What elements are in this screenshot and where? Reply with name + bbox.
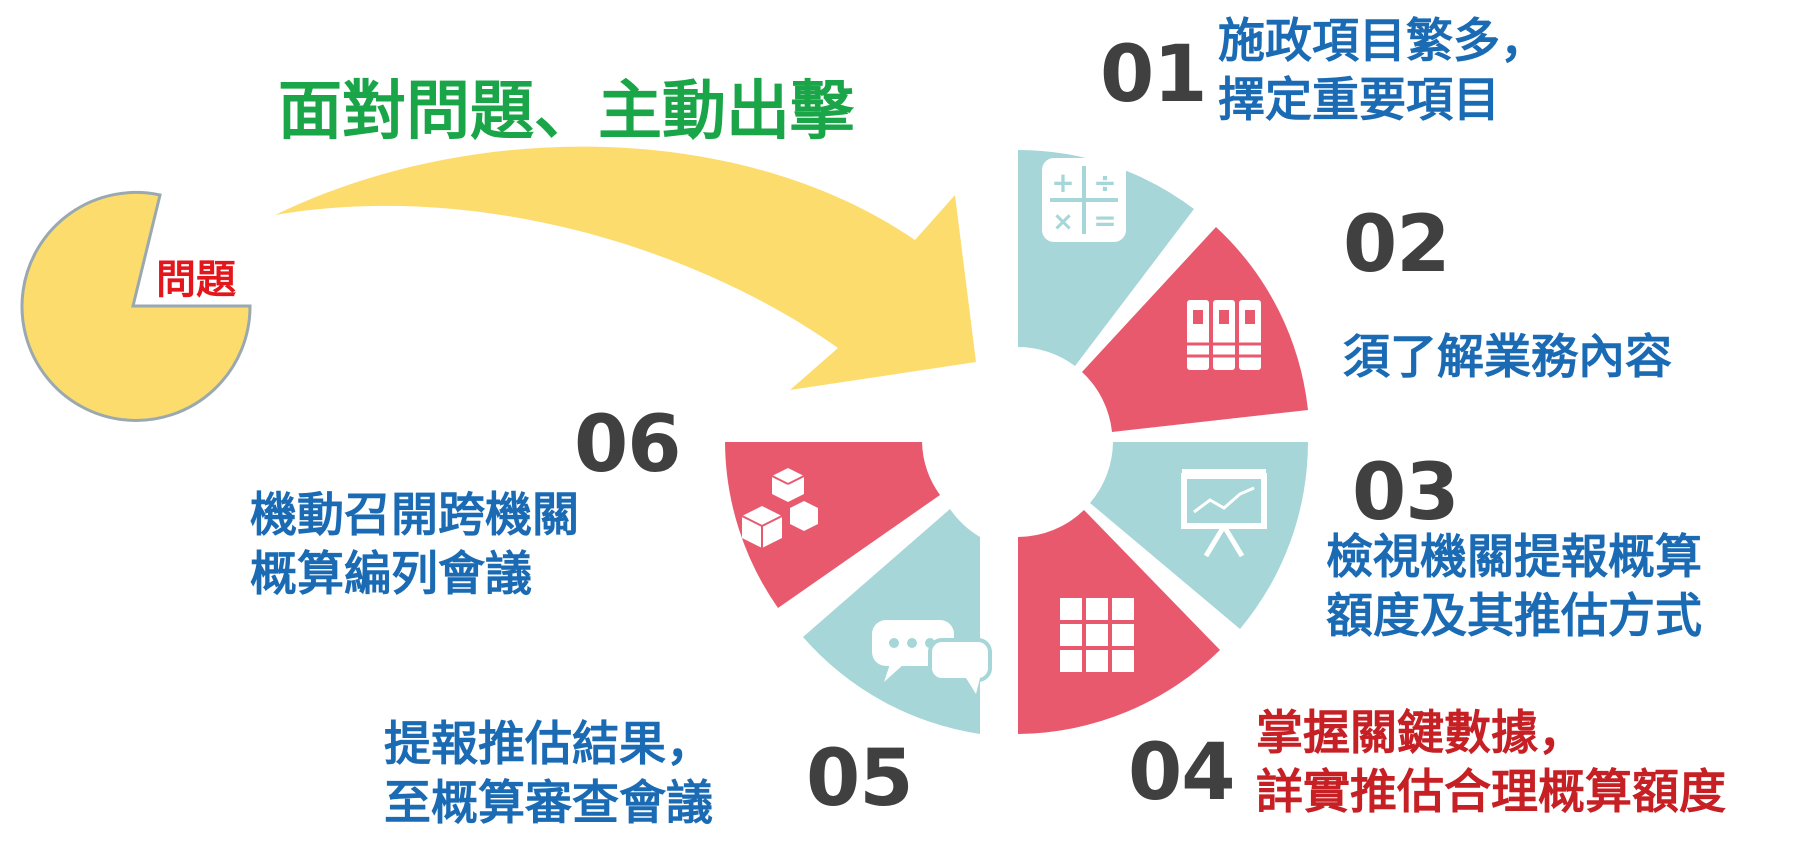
grid-cell xyxy=(1086,624,1108,646)
svg-text:×: × xyxy=(1052,207,1074,237)
step-03-line-1: 檢視機關提報概算 xyxy=(1326,530,1702,585)
binders-icon xyxy=(1187,300,1261,370)
ring-segment-04 xyxy=(1018,510,1220,734)
grid-cell xyxy=(1060,650,1082,672)
curved-arrow xyxy=(275,146,976,390)
step-06-line-2: 概算編列會議 xyxy=(250,547,532,602)
grid-cell xyxy=(1060,624,1082,646)
step-01-line-1: 施政項目繁多， xyxy=(1218,14,1547,69)
step-01-number: 01 xyxy=(1100,30,1208,120)
boxes-icon xyxy=(741,468,818,548)
step-04-line-2: 詳實推估合理概算額度 xyxy=(1256,765,1726,820)
grid-table-icon xyxy=(1060,598,1134,672)
svg-text:+: + xyxy=(1051,166,1074,199)
grid-cell xyxy=(1086,650,1108,672)
step-06-number: 06 xyxy=(574,400,682,490)
svg-text:÷: ÷ xyxy=(1093,166,1116,199)
step-06-text: 機動召開跨機關 概算編列會議 xyxy=(250,486,579,604)
presentation-board-icon xyxy=(1181,469,1267,558)
grid-cell xyxy=(1060,598,1082,620)
grid-cell xyxy=(1112,624,1134,646)
step-04-number: 04 xyxy=(1128,728,1236,818)
step-03-text: 檢視機關提報概算 額度及其推估方式 xyxy=(1326,528,1702,646)
problem-pie xyxy=(20,190,252,422)
headline: 面對問題、主動出擊 xyxy=(278,75,854,149)
step-01-text: 施政項目繁多， 擇定重要項目 xyxy=(1218,12,1547,130)
step-02-line-1: 須了解業務內容 xyxy=(1343,330,1672,385)
step-03-line-2: 額度及其推估方式 xyxy=(1326,589,1702,644)
grid-cell xyxy=(1112,598,1134,620)
step-02-number: 02 xyxy=(1343,200,1451,290)
step-02-text: 須了解業務內容 xyxy=(1343,328,1672,387)
calculator-icon: + ÷ × = xyxy=(1042,158,1126,242)
step-03-number: 03 xyxy=(1352,448,1460,538)
grid-cell xyxy=(1086,598,1108,620)
step-05-text: 提報推估結果， 至概算審查會議 xyxy=(384,715,713,833)
problem-label: 問題 xyxy=(156,257,236,303)
svg-text:=: = xyxy=(1093,204,1116,237)
step-05-line-2: 至概算審查會議 xyxy=(384,776,713,831)
step-04-text: 掌握關鍵數據， 詳實推估合理概算額度 xyxy=(1256,704,1726,822)
step-05-line-1: 提報推估結果， xyxy=(384,717,713,772)
step-06-line-1: 機動召開跨機關 xyxy=(250,488,579,543)
step-01-line-2: 擇定重要項目 xyxy=(1218,73,1500,128)
grid-cell xyxy=(1112,650,1134,672)
chat-bubbles-icon xyxy=(872,620,992,694)
step-05-number: 05 xyxy=(806,734,914,824)
step-04-line-1: 掌握關鍵數據， xyxy=(1256,706,1585,761)
